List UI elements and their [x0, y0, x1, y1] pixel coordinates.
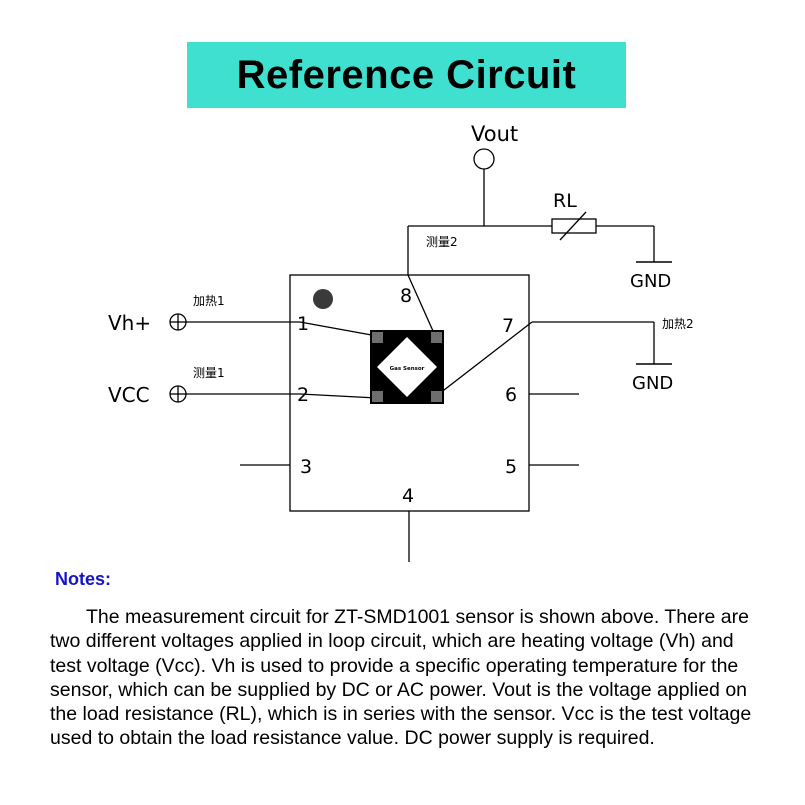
sensor-label: Gas Sensor	[390, 366, 425, 372]
gnd-top-label: GND	[630, 271, 671, 292]
measure2-label: 测量2	[426, 235, 458, 249]
notes-paragraph: The measurement circuit for ZT-SMD1001 s…	[50, 606, 752, 750]
pin1-lead	[299, 321, 378, 337]
vout-terminal	[473, 148, 495, 170]
heating1-label: 加热1	[193, 294, 225, 308]
rl-variable-arrow	[559, 211, 587, 241]
heating2-label: 加热2	[662, 317, 694, 331]
gnd-right-label: GND	[632, 373, 673, 394]
pin-label-4: 4	[402, 485, 414, 507]
pin-label-8: 8	[400, 285, 412, 307]
pin-label-1: 1	[297, 313, 309, 335]
vh-label: Vh+	[108, 311, 151, 335]
pin8-lead	[407, 274, 434, 332]
rl-resistor	[551, 218, 597, 234]
pin7-lead	[434, 321, 533, 398]
pin-label-3: 3	[300, 456, 312, 478]
pin-label-7: 7	[502, 315, 514, 337]
pin1-orientation-dot	[313, 289, 333, 309]
vcc-label: VCC	[108, 383, 150, 407]
rl-label: RL	[553, 190, 577, 212]
page-title: Reference Circuit	[236, 52, 577, 97]
pin-label-2: 2	[297, 384, 309, 406]
pin2-lead	[299, 393, 378, 399]
notes-body: The measurement circuit for ZT-SMD1001 s…	[50, 605, 770, 751]
vout-label: Vout	[471, 122, 518, 146]
notes-heading: Notes:	[55, 569, 112, 589]
gas-sensor-chip: Gas Sensor	[370, 330, 444, 404]
pin-label-5: 5	[505, 456, 517, 478]
pin-label-6: 6	[505, 384, 517, 406]
title-banner: Reference Circuit	[187, 42, 626, 108]
measure1-label: 测量1	[193, 366, 225, 380]
